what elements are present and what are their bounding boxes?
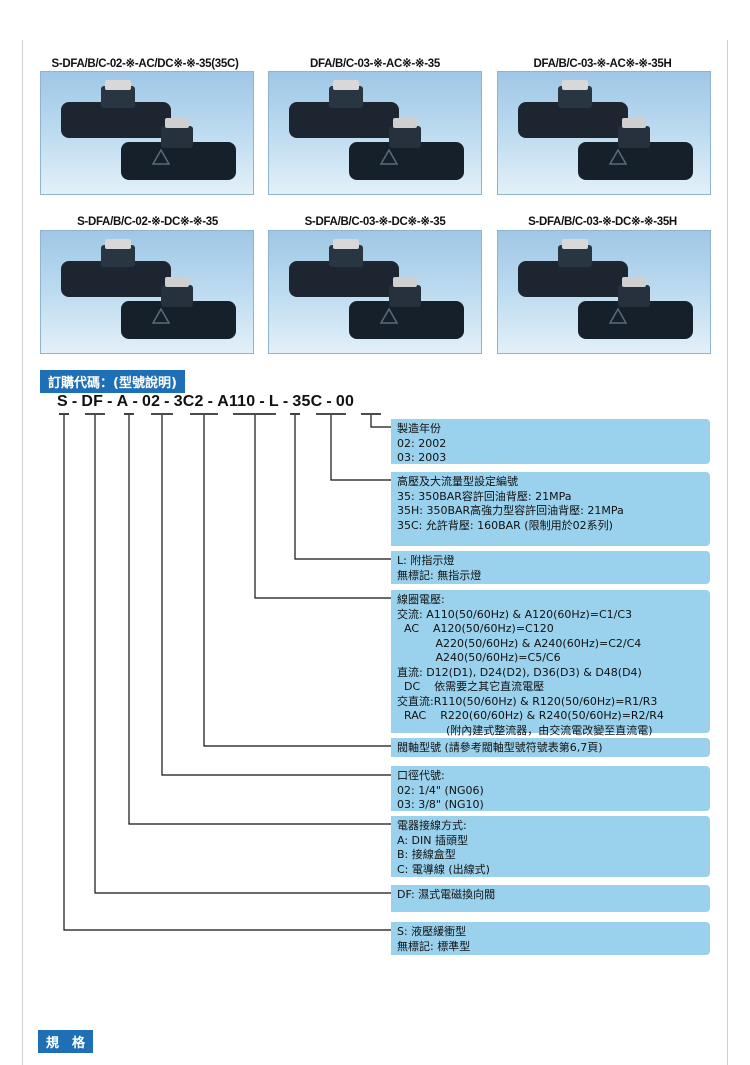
- valve-icon: [518, 239, 693, 339]
- desc-line: 02: 2002: [397, 436, 447, 450]
- desc-line: 口徑代號:: [397, 769, 445, 782]
- code-segment: A110: [217, 393, 256, 410]
- desc-box-coil-voltage: 線圈電壓:交流: A110(50/60Hz) & A120(60Hz)=C1/C…: [391, 590, 710, 737]
- desc-line: 交直流:R110(50/60Hz) & R120(50/60Hz)=R1/R3: [397, 694, 658, 708]
- code-separator: -: [132, 393, 138, 410]
- desc-line: 線圈電壓:: [397, 593, 445, 606]
- desc-line: 02: 1/4" (NG06): [397, 783, 484, 797]
- desc-box-port-size: 口徑代號:02: 1/4" (NG06)03: 3/8" (NG10): [391, 766, 710, 811]
- caption-2: DFA/B/C-03-※-AC※-※-35: [310, 58, 440, 70]
- desc-box-spool: 閥軸型號 (請參考閥軸型號符號表第6,7頁): [391, 738, 710, 757]
- desc-box-s: S: 液壓緩衝型無標記: 標準型: [391, 922, 710, 955]
- code-separator: -: [282, 393, 289, 410]
- desc-line: 直流: D12(D1), D24(D2), D36(D3) & D48(D4): [397, 665, 642, 679]
- code-segment: 00: [335, 393, 355, 410]
- desc-line: A: DIN 插頭型: [397, 833, 468, 847]
- valve-icon: [518, 80, 693, 180]
- valve-icon: [61, 80, 236, 180]
- code-separator: -: [326, 393, 332, 410]
- code-segment: A: [116, 393, 129, 410]
- valve-icon: [289, 80, 464, 180]
- code-segment: 3C2: [173, 393, 204, 410]
- desc-line: A220(50/60Hz) & A240(60Hz)=C2/C4: [397, 636, 642, 650]
- code-separator: -: [164, 393, 170, 410]
- desc-line: DF: 濕式電磁換向閥: [397, 888, 496, 901]
- frame-left: [22, 40, 23, 1065]
- caption-5: S-DFA/B/C-03-※-DC※-※-35: [304, 216, 446, 228]
- valve-photo-4: [40, 230, 254, 354]
- desc-line: 35C: 允許背壓: 160BAR (限制用於02系列): [397, 518, 613, 532]
- desc-line: A240(50/60Hz)=C5/C6: [397, 651, 561, 664]
- code-segment: 35C: [292, 393, 323, 410]
- desc-line: AC A120(50/60Hz)=C120: [397, 622, 554, 635]
- model-code: S-DF-A-02-3C2-A110-L-35C-00: [57, 393, 354, 411]
- frame-right: [727, 40, 728, 1065]
- desc-line: DC 依需要之其它直流電壓: [397, 680, 545, 693]
- desc-line: 無標記: 無指示燈: [397, 568, 482, 582]
- code-separator: -: [259, 393, 265, 410]
- desc-line: L: 附指示燈: [397, 554, 455, 567]
- desc-line: 電器接線方式:: [397, 819, 467, 832]
- caption-4: S-DFA/B/C-02-※-DC※-※-35: [77, 216, 218, 228]
- desc-box-indicator: L: 附指示燈無標記: 無指示燈: [391, 551, 710, 584]
- desc-line: 交流: A110(50/60Hz) & A120(60Hz)=C1/C3: [397, 607, 633, 621]
- desc-line: 無標記: 標準型: [397, 939, 471, 953]
- desc-line: RAC R220(60/60Hz) & R240(50/60Hz)=R2/R4: [397, 709, 664, 722]
- caption-1: S-DFA/B/C-02-※-AC/DC※-※-35(35C): [51, 58, 239, 70]
- valve-photo-5: [268, 230, 482, 354]
- desc-line: 03: 3/8" (NG10): [397, 798, 484, 811]
- desc-line: S: 液壓緩衝型: [397, 925, 467, 938]
- valve-icon: [61, 239, 236, 339]
- desc-line: 製造年份: [397, 422, 441, 435]
- desc-line: 閥軸型號 (請參考閥軸型號符號表第6,7頁): [397, 741, 603, 754]
- desc-box-df: DF: 濕式電磁換向閥: [391, 885, 710, 912]
- code-segment: 02: [141, 393, 161, 410]
- code-segment: DF: [81, 393, 104, 410]
- desc-line: 35H: 350BAR高強力型容許回油背壓: 21MPa: [397, 504, 624, 517]
- desc-line: 03: 2003: [397, 451, 447, 464]
- valve-icon: [289, 239, 464, 339]
- valve-photo-2: [268, 71, 482, 195]
- desc-line: C: 電導線 (出線式): [397, 862, 490, 876]
- code-segment: L: [268, 393, 279, 410]
- code-separator: -: [207, 393, 214, 410]
- code-separator: -: [107, 393, 113, 410]
- spec-title: 規 格: [38, 1030, 94, 1053]
- desc-line: 高壓及大流量型設定編號: [397, 475, 518, 488]
- valve-photo-1: [40, 71, 254, 195]
- desc-line: B: 接線盒型: [397, 848, 456, 861]
- desc-line: (附內建式整流器，由交流電改變至直流電): [397, 723, 653, 737]
- valve-photo-3: [497, 71, 711, 195]
- valve-photo-6: [497, 230, 711, 354]
- order-code-title: 訂購代碼：(型號說明): [40, 370, 185, 393]
- caption-6: S-DFA/B/C-03-※-DC※-※-35H: [528, 216, 677, 228]
- caption-3: DFA/B/C-03-※-AC※-※-35H: [533, 58, 672, 70]
- code-segment: S: [57, 393, 68, 410]
- desc-line: 35: 350BAR容許回油背壓: 21MPa: [397, 489, 572, 503]
- code-separator: -: [71, 393, 78, 410]
